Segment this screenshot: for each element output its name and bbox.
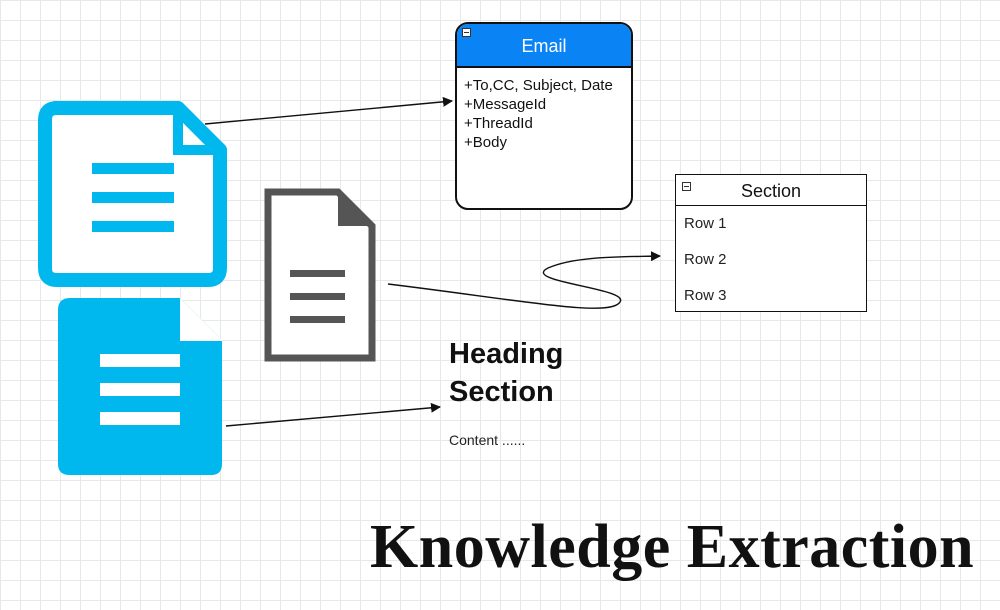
collapse-icon[interactable] bbox=[462, 28, 471, 37]
email-field: +MessageId bbox=[464, 96, 547, 113]
document-outline-icon bbox=[38, 101, 227, 287]
section-table-header[interactable]: Section bbox=[676, 175, 866, 206]
email-field: +Body bbox=[464, 134, 507, 151]
document-filled-icon bbox=[58, 298, 222, 475]
email-field: +ThreadId bbox=[464, 115, 533, 132]
email-entity-title: Email bbox=[521, 36, 567, 56]
document-gray-icon bbox=[264, 188, 376, 362]
section-table[interactable]: Section Row 1 Row 2 Row 3 bbox=[675, 174, 867, 312]
section-row: Row 2 bbox=[684, 251, 727, 268]
content-text: Content ...... bbox=[449, 432, 526, 448]
section-row: Row 1 bbox=[684, 215, 727, 232]
heading-text: Heading Section bbox=[449, 335, 563, 411]
section-table-title: Section bbox=[740, 181, 802, 201]
heading-line: Section bbox=[449, 376, 554, 408]
collapse-icon[interactable] bbox=[682, 182, 691, 191]
connector-to-email[interactable] bbox=[204, 96, 453, 125]
page-title: Knowledge Extraction bbox=[370, 513, 975, 581]
heading-line: Heading bbox=[449, 338, 564, 370]
email-field: +To,CC, Subject, Date bbox=[464, 77, 613, 94]
email-entity[interactable]: Email +To,CC, Subject, Date +MessageId +… bbox=[455, 22, 633, 210]
email-entity-header[interactable]: Email bbox=[457, 24, 631, 68]
email-field-list: +To,CC, Subject, Date +MessageId +Thread… bbox=[457, 68, 631, 152]
section-row: Row 3 bbox=[684, 287, 727, 304]
connector-to-section[interactable] bbox=[387, 251, 661, 309]
connector-to-heading[interactable] bbox=[225, 402, 441, 427]
